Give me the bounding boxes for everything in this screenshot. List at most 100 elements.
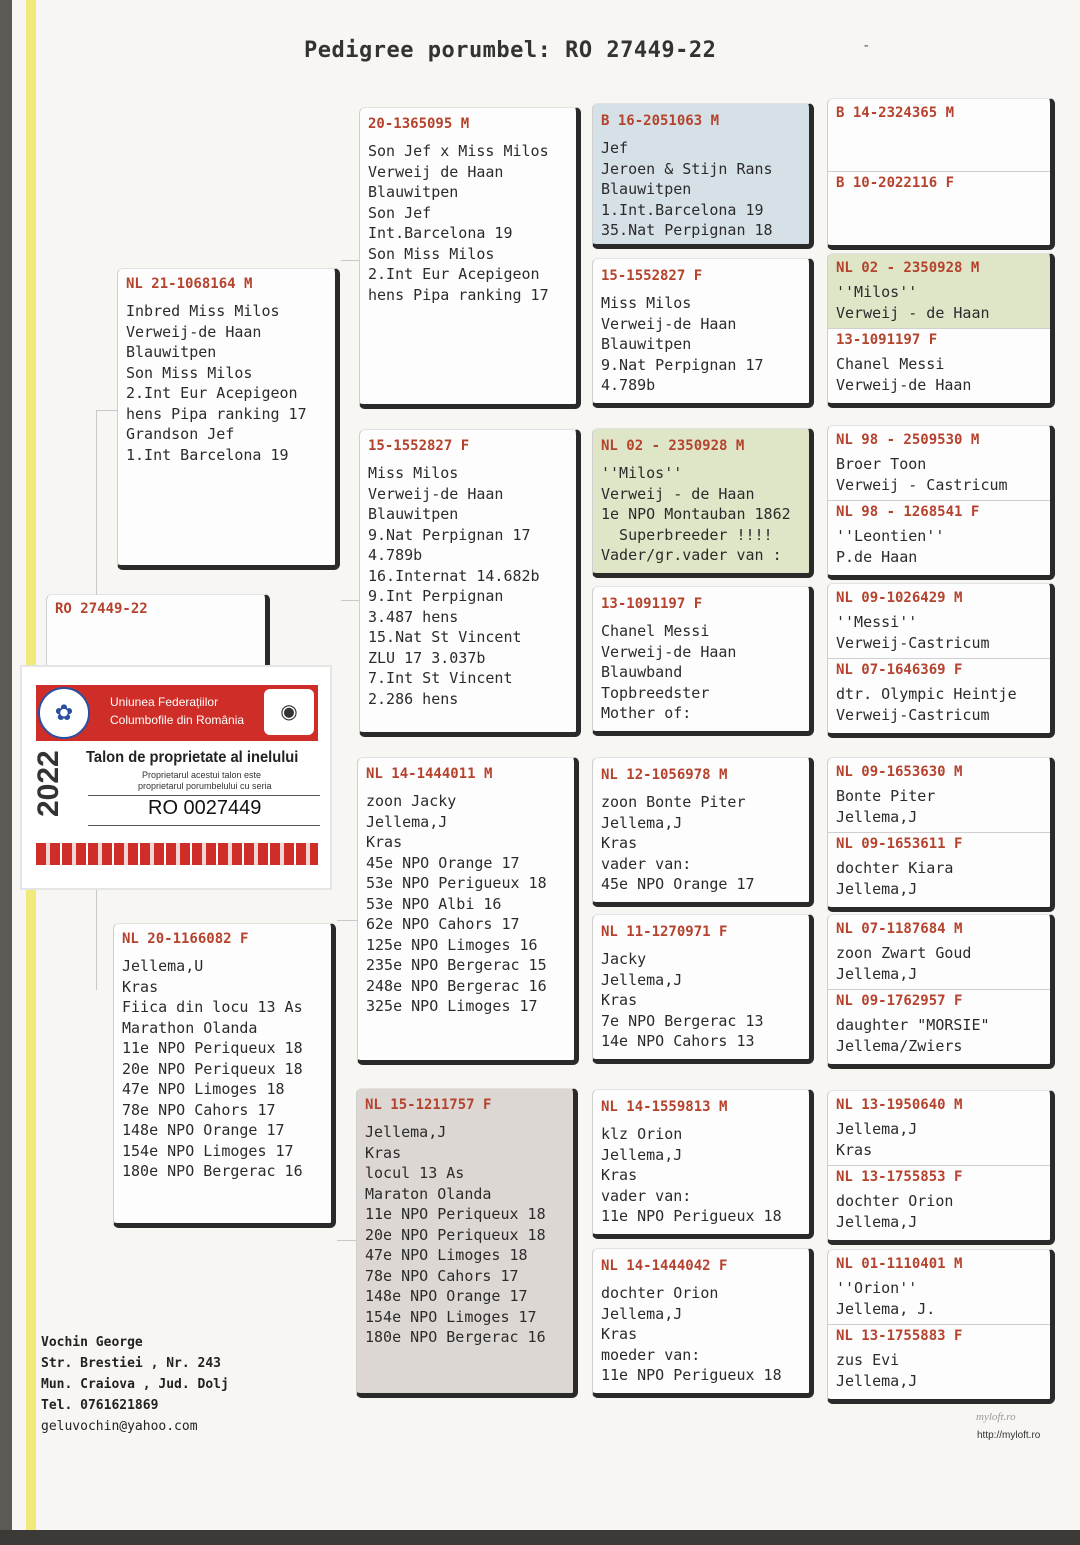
pedigree-line: Grandson Jef [126,425,235,443]
connector-line [341,600,359,601]
pedigree-line: hens Pipa ranking 17 [368,285,549,304]
myloft-logo: myloft.ro [976,1411,1016,1423]
ancestor-pair-card[interactable]: NL 02 - 2350928 M''Milos''Verweij - de H… [827,253,1055,408]
pedigree-line: Jellema,J [601,813,683,832]
ring-number: NL 07-1646369 F [836,662,963,678]
pedigree-line: Son Miss Milos [368,244,495,263]
ring-gap [836,121,1046,127]
org-name-line1: Uniunea Federațiilor [110,695,219,709]
certificate-rule-bottom [88,825,320,826]
pedigree-line: Verweij - de Haan [601,484,755,503]
pedigree-line: 154e NPO Limoges 17 [365,1307,537,1326]
pedigree-line: vader van: [601,1186,692,1205]
ring-number: 15-1552827 F [368,438,470,454]
pedigree-line: Jellema,J [366,812,448,831]
pair-divider [828,328,1050,329]
pedigree-line: 1.Int Barcelona 19 [126,445,289,464]
connector-line [337,1240,357,1241]
ring-number: NL 09-1762957 F [836,993,963,1009]
ring-number: NL 98 - 2509530 M [836,432,980,448]
pedigree-line: 2.286 hens [368,689,459,708]
bird-text: NL 02 - 2350928 M''Milos''Verweij - de H… [836,260,1046,323]
pedigree-line: 4.789b [368,546,423,564]
pedigree-line: Superbreeder !!!! [601,525,773,544]
pedigree-line: ZLU 17 3.037b [368,648,486,667]
pedigree-line: Kras [365,1143,402,1162]
ancestor-pair-card[interactable]: NL 01-1110401 M''Orion''Jellema, J.NL 13… [827,1249,1055,1404]
pedigree-line: Broer Toon [836,455,927,473]
pedigree-line: Verweij-Castricum [836,633,990,652]
pedigree-line: Son Jef [368,203,432,222]
ring-gap [122,947,327,956]
ring-number: NL 09-1653630 M [836,764,963,780]
pedigree-line: 4.789b [601,376,656,394]
pedigree-line: Jellema/Zwiers [836,1036,963,1055]
ring-number: NL 11-1270971 F [601,924,728,940]
ring-number: NL 01-1110401 M [836,1256,963,1272]
subject-card[interactable]: RO 27449-22 [46,594,270,670]
ring-gap [601,454,805,463]
pedigree-line: 1.Int.Barcelona 19 [601,200,764,219]
ring-gap [368,454,572,463]
myloft-url: http://myloft.ro [977,1430,1041,1441]
ring-gap [601,612,805,621]
pedigree-line: 2.Int Eur Acepigeon [368,265,540,283]
ring-number: 13-1091197 F [836,332,938,348]
pedigree-line: Blauwitpen [601,180,692,198]
ancestor-pair-card[interactable]: NL 09-1026429 M''Messi''Verweij-Castricu… [827,583,1055,738]
ring-number: NL 21-1068164 M [126,276,253,292]
pedigree-line: zoon Bonte Piter [601,793,746,811]
pedigree-line: Jellema,J [836,1120,918,1138]
pedigree-line: 2.Int Eur Acepigeon [126,384,298,402]
great-grandparent-card[interactable]: NL 02 - 2350928 M''Milos''Verweij - de H… [592,428,814,578]
pedigree-line: Jellema,J [836,879,918,898]
pedigree-line: Int.Barcelona 19 [368,224,513,242]
pedigree-line: Verweij de Haan [368,162,504,181]
certificate-rule-top [88,795,320,796]
pedigree-line: 45e NPO Orange 17 [366,853,520,872]
pedigree-line: 3.487 hens [368,607,459,626]
pair-divider [828,989,1050,990]
subject-ring: RO 27449-22 [55,601,148,617]
pedigree-line: Kras [601,1166,638,1184]
pair-divider [828,1165,1050,1166]
pedigree-line: 78e NPO Cahors 17 [365,1266,519,1285]
certificate-header: ✿ Uniunea Federațiilor Columbofile din R… [36,685,318,741]
pedigree-line: Kras [836,1140,873,1159]
pedigree-line: 47e NPO Limoges 18 [122,1080,285,1098]
pedigree-line: Son Miss Milos [126,363,253,382]
ring-number: NL 09-1026429 M [836,590,963,606]
pedigree-line: Miss Milos [368,464,459,482]
bird-text: NL 98 - 1268541 F''Leontien''P.de Haan [836,504,1046,567]
pedigree-line: Miss Milos [601,294,692,312]
pedigree-line: zus Evi [836,1351,900,1369]
pedigree-line: Jacky [601,950,647,968]
pedigree-line: Blauwitpen [126,343,217,361]
